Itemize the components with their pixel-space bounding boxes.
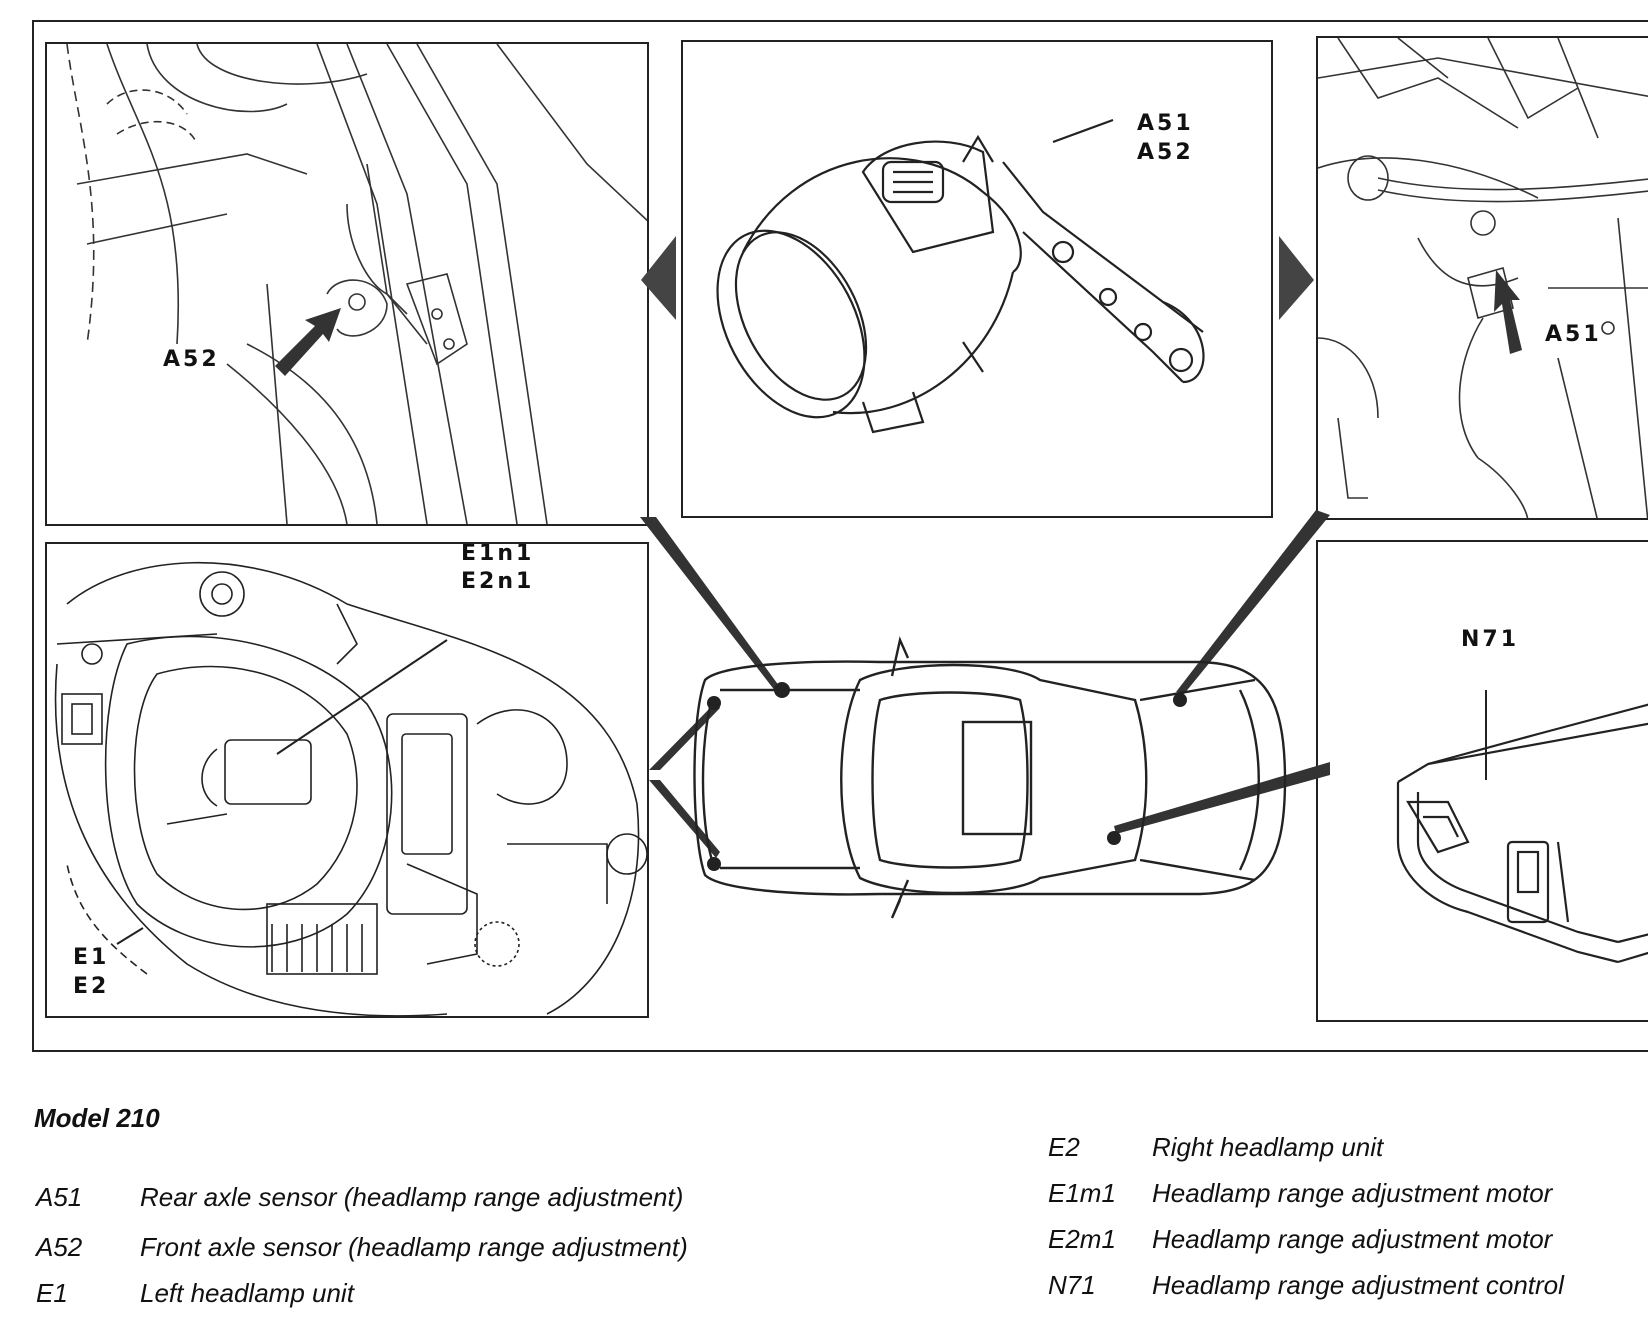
legend-desc: Headlamp range adjustment motor [1152,1224,1553,1254]
legend-desc: Headlamp range adjustment motor [1152,1178,1553,1208]
control-unit-illustration [1396,690,1648,964]
panel-rear-axle-location: A51 [1316,36,1648,520]
label-a51-right: A51 [1545,322,1602,347]
legend-desc: Right headlamp unit [1152,1132,1384,1162]
diagram-frame [32,20,1648,1052]
axle-sensor-illustration [716,118,1205,434]
label-n71: N71 [1461,627,1520,652]
label-a52-center: A52 [1137,140,1194,165]
label-a51-center: A51 [1137,111,1194,136]
legend-desc: Left headlamp unit [140,1278,354,1308]
legend-code: A52 [36,1232,83,1262]
legend-desc: Front axle sensor (headlamp range adjust… [140,1232,688,1262]
legend-code: E1m1 [1048,1178,1116,1208]
panel-control-unit: N71 [1316,540,1648,1022]
label-a52: A52 [163,347,220,372]
legend-desc: Headlamp range adjustment control [1152,1270,1564,1300]
front-axle-illustration [66,44,647,524]
legend-code: N71 [1048,1270,1096,1300]
panel-axle-sensor: A51 A52 [681,40,1273,518]
legend-code: E2 [1048,1132,1080,1162]
legend-code: E2m1 [1048,1224,1116,1254]
legend-code: A51 [36,1182,83,1212]
caption-title: Model 210 [34,1103,160,1133]
label-e2n1: E2n1 [461,569,535,594]
label-e2: E2 [73,974,110,999]
headlamp-unit-illustration [54,561,647,1016]
label-e1: E1 [73,945,110,970]
panel-front-axle-location: A52 [45,42,649,526]
legend-desc: Rear axle sensor (headlamp range adjustm… [140,1182,684,1212]
rear-axle-illustration [1318,38,1648,518]
legend-code: E1 [36,1278,68,1308]
panel-headlamp-unit: E1n1 E2n1 E1 E2 [45,542,649,1018]
label-e1n1: E1n1 [461,542,535,566]
